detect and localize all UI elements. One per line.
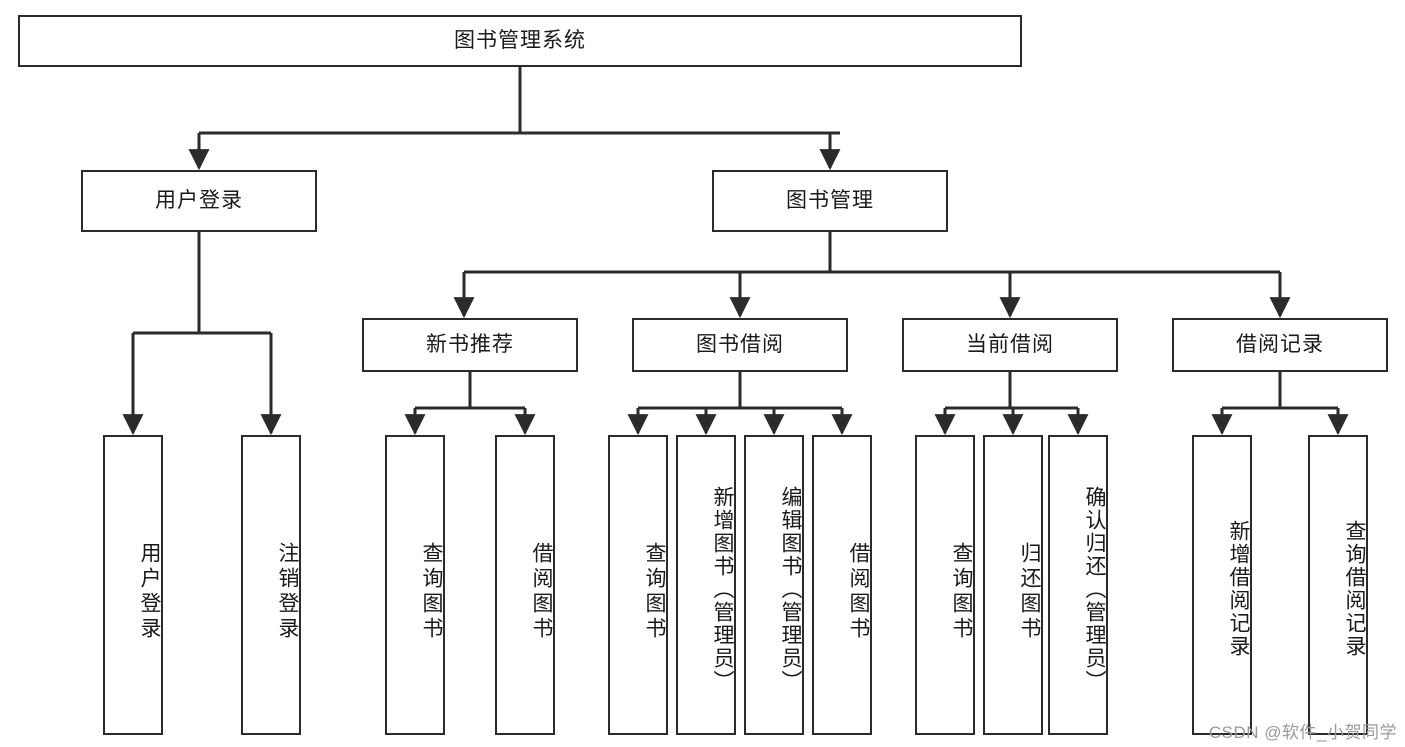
node-leaf-borrow-book-2[interactable]: 借阅图书	[812, 435, 872, 735]
node-borrow-record-label: 借阅记录	[1236, 333, 1324, 357]
node-book-borrow[interactable]: 图书借阅	[632, 318, 848, 372]
node-current-borrow-label: 当前借阅	[966, 333, 1054, 357]
node-leaf-query-book-3[interactable]: 查询图书	[915, 435, 975, 735]
node-leaf-return-book-label: 归还图书	[1018, 542, 1041, 642]
node-leaf-confirm-return[interactable]: 确认归还（管理员）	[1048, 435, 1108, 735]
node-user-login-label: 用户登录	[155, 189, 243, 213]
node-new-book-rec[interactable]: 新书推荐	[362, 318, 578, 372]
node-leaf-return-book[interactable]: 归还图书	[983, 435, 1043, 735]
node-leaf-user-login-label: 用户登录	[138, 542, 161, 642]
node-leaf-query-book-2-label: 查询图书	[643, 542, 666, 642]
node-leaf-borrow-book-1-label: 借阅图书	[530, 542, 553, 642]
node-book-borrow-label: 图书借阅	[696, 333, 784, 357]
node-leaf-add-record[interactable]: 新增借阅记录	[1192, 435, 1252, 735]
node-leaf-query-book-3-label: 查询图书	[950, 542, 973, 642]
node-root-label: 图书管理系统	[454, 29, 586, 53]
node-new-book-rec-label: 新书推荐	[426, 333, 514, 357]
node-book-manage[interactable]: 图书管理	[712, 170, 948, 232]
node-leaf-query-book-2[interactable]: 查询图书	[608, 435, 668, 735]
node-leaf-query-book-1[interactable]: 查询图书	[385, 435, 445, 735]
node-leaf-query-record[interactable]: 查询借阅记录	[1308, 435, 1368, 735]
watermark: CSDN @软件_小贺同学	[1208, 723, 1397, 742]
node-leaf-user-login[interactable]: 用户登录	[103, 435, 163, 735]
node-book-manage-label: 图书管理	[786, 189, 874, 213]
node-leaf-edit-book-label: 编辑图书（管理员）	[779, 485, 802, 693]
node-current-borrow[interactable]: 当前借阅	[902, 318, 1118, 372]
node-leaf-query-record-label: 查询借阅记录	[1343, 520, 1366, 658]
node-leaf-add-book-label: 新增图书（管理员）	[711, 485, 734, 693]
node-leaf-borrow-book-1[interactable]: 借阅图书	[495, 435, 555, 735]
node-user-login[interactable]: 用户登录	[81, 170, 317, 232]
node-root[interactable]: 图书管理系统	[18, 15, 1022, 67]
node-borrow-record[interactable]: 借阅记录	[1172, 318, 1388, 372]
node-leaf-logout[interactable]: 注销登录	[241, 435, 301, 735]
node-leaf-edit-book[interactable]: 编辑图书（管理员）	[744, 435, 804, 735]
node-leaf-logout-label: 注销登录	[276, 542, 299, 642]
node-leaf-borrow-book-2-label: 借阅图书	[847, 542, 870, 642]
node-leaf-query-book-1-label: 查询图书	[420, 542, 443, 642]
node-leaf-confirm-return-label: 确认归还（管理员）	[1083, 485, 1106, 693]
node-leaf-add-book[interactable]: 新增图书（管理员）	[676, 435, 736, 735]
node-leaf-add-record-label: 新增借阅记录	[1227, 520, 1250, 658]
